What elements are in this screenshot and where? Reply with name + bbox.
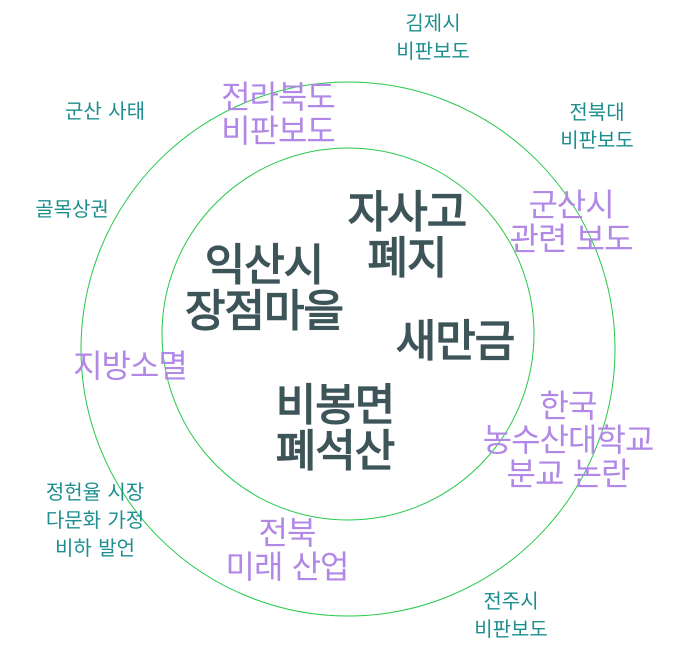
core-term: 비봉면 폐석산 bbox=[275, 380, 395, 477]
term-line: 자사고 bbox=[347, 187, 467, 238]
outer-term: 김제시 비판보도 bbox=[396, 9, 470, 65]
outer-term: 전북대 비판보도 bbox=[560, 98, 634, 154]
middle-term: 전라북도 비판보도 bbox=[221, 78, 336, 150]
term-line: 정헌율 시장 bbox=[45, 480, 145, 504]
term-line: 다문화 가정 bbox=[45, 508, 145, 532]
outer-ring bbox=[80, 81, 616, 617]
term-line: 농수산대학교 bbox=[482, 421, 655, 459]
term-line: 비판보도 bbox=[396, 39, 470, 63]
term-line: 관련 보도 bbox=[509, 220, 634, 258]
term-line: 비하 발언 bbox=[55, 536, 135, 560]
outer-term: 전주시 비판보도 bbox=[474, 587, 548, 643]
term-line: 전북 bbox=[258, 514, 317, 552]
term-line: 비판보도 bbox=[560, 128, 634, 152]
term-line: 군산시 bbox=[528, 186, 614, 224]
middle-term: 지방소멸 bbox=[73, 347, 188, 385]
term-line: 한국 bbox=[539, 387, 598, 425]
outer-term: 군산 사태 bbox=[65, 97, 145, 125]
term-line: 비봉면 bbox=[275, 380, 395, 431]
core-term: 새만금 bbox=[395, 316, 515, 367]
core-term: 자사고 폐지 bbox=[347, 187, 467, 284]
middle-term: 전북 미래 산업 bbox=[225, 514, 350, 586]
term-line: 지방소멸 bbox=[73, 347, 188, 385]
inner-ring bbox=[161, 147, 535, 521]
term-line: 분교 논란 bbox=[506, 455, 631, 493]
term-line: 전북대 bbox=[569, 100, 625, 124]
outer-term: 정헌율 시장 다문화 가정 비하 발언 bbox=[46, 478, 144, 562]
term-line: 폐지 bbox=[367, 233, 448, 284]
term-line: 폐석산 bbox=[275, 426, 395, 477]
term-line: 장점마을 bbox=[185, 286, 344, 337]
middle-term: 군산시 관련 보도 bbox=[509, 186, 634, 258]
term-line: 김제시 bbox=[405, 11, 461, 35]
middle-term: 한국 농수산대학교 분교 논란 bbox=[482, 387, 655, 493]
term-line: 군산 사태 bbox=[65, 99, 145, 123]
outer-term: 골목상권 bbox=[35, 195, 109, 223]
term-line: 전라북도 bbox=[221, 78, 336, 116]
term-line: 비판보도 bbox=[474, 617, 548, 641]
term-line: 비판보도 bbox=[221, 112, 336, 150]
term-line: 미래 산업 bbox=[225, 548, 350, 586]
term-line: 익산시 bbox=[204, 240, 324, 291]
core-term: 익산시 장점마을 bbox=[185, 240, 344, 337]
term-line: 새만금 bbox=[395, 316, 515, 367]
term-line: 전주시 bbox=[483, 589, 539, 613]
term-line: 골목상권 bbox=[35, 197, 109, 221]
